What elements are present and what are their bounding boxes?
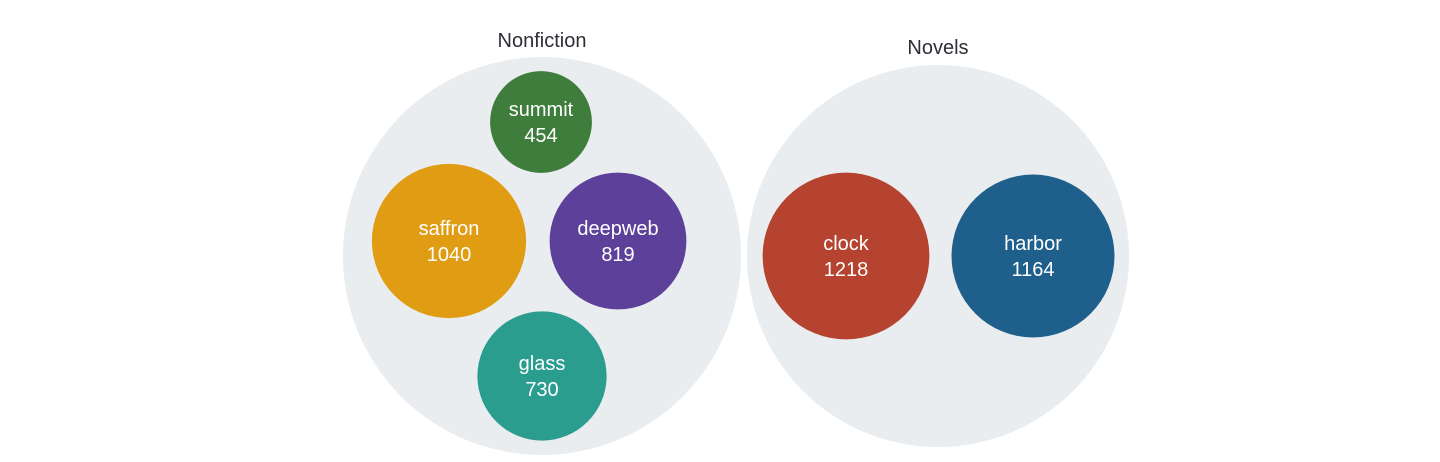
bubble-circle-saffron[interactable] [371,163,527,319]
bubble-name-deepweb: deepweb [577,218,658,240]
bubble-name-clock: clock [823,233,870,255]
bubble-name-saffron: saffron [419,218,480,240]
bubble-deepweb[interactable]: deepweb 819 [549,172,687,310]
bubble-glass[interactable]: glass 730 [477,311,607,441]
group-nonfiction: Nonfiction summit 454 saffron 1040 deepweb 819… [343,30,741,455]
group-label-nonfiction: Nonfiction [498,30,587,52]
bubble-summit[interactable]: summit 454 [490,71,592,173]
bubble-value-glass: 730 [525,379,558,401]
bubble-circle-summit[interactable] [490,71,592,173]
bubble-harbor[interactable]: harbor 1164 [951,174,1115,338]
group-bubble-novels[interactable] [747,65,1129,447]
group-bubble-nonfiction[interactable] [343,57,741,455]
bubble-value-summit: 454 [524,125,557,147]
group-label-novels: Novels [907,37,968,59]
bubble-circle-clock[interactable] [762,172,930,340]
bubble-value-deepweb: 819 [601,244,634,266]
bubble-clock[interactable]: clock 1218 [762,172,930,340]
bubble-circle-deepweb[interactable] [549,172,687,310]
bubble-name-summit: summit [509,99,574,121]
bubble-circle-glass[interactable] [477,311,607,441]
bubble-value-saffron: 1040 [427,244,472,266]
bubble-name-glass: glass [519,353,566,375]
bubble-saffron[interactable]: saffron 1040 [371,163,527,319]
bubble-name-harbor: harbor [1004,233,1062,255]
bubble-value-clock: 1218 [824,259,869,281]
bubble-value-harbor: 1164 [1011,259,1054,281]
group-novels: Novels clock 1218 harbor 1164 [747,37,1129,447]
bubble-circle-harbor[interactable] [951,174,1115,338]
